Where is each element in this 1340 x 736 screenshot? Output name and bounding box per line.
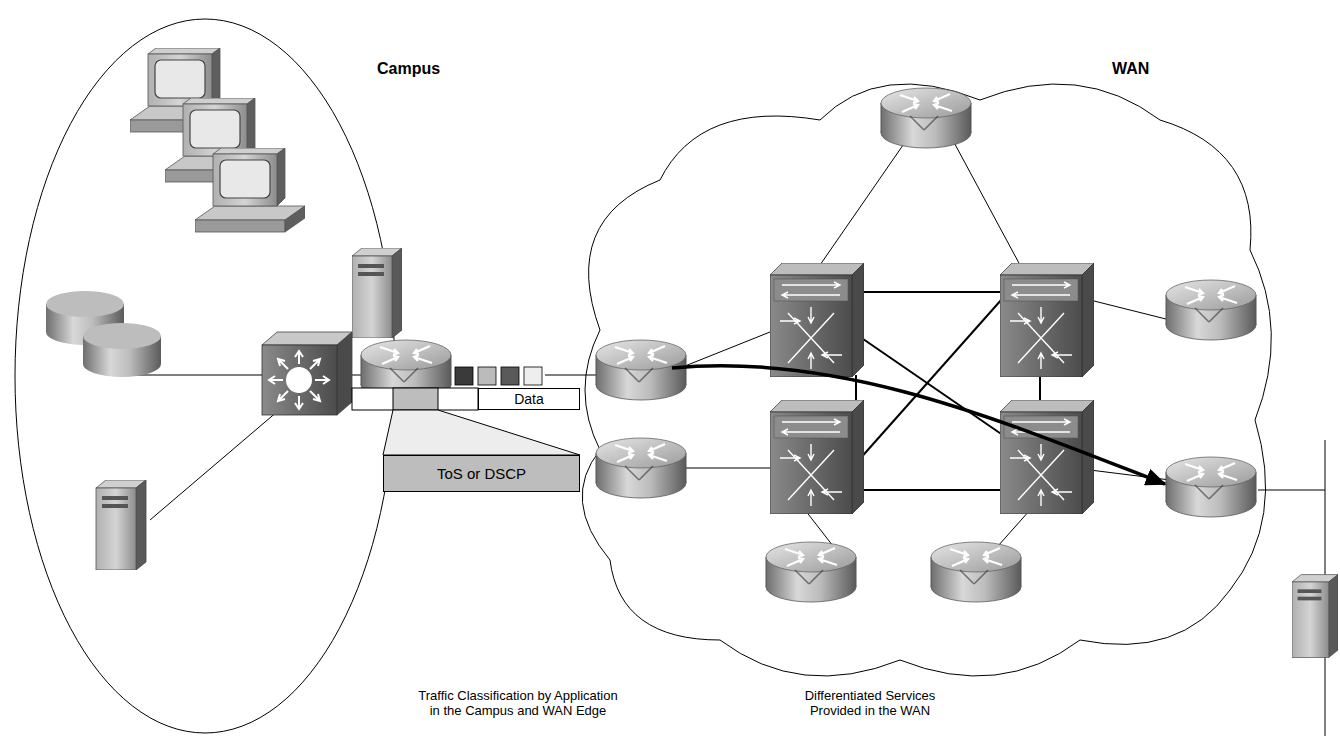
header-field-box: ToS or DSCP — [383, 455, 580, 492]
wan-router — [1166, 457, 1256, 517]
box-text: ToS or DSCP — [437, 465, 526, 482]
server-tower — [1292, 575, 1338, 658]
campus-region — [15, 19, 395, 733]
multilayer-switch — [262, 332, 352, 415]
wan-router — [881, 88, 971, 148]
atm-switch — [770, 400, 864, 514]
wan-links — [680, 135, 1170, 555]
workstation — [195, 148, 305, 232]
atm-switch — [1000, 263, 1094, 377]
region-label: WAN — [1112, 60, 1192, 78]
server-tower — [352, 248, 402, 338]
packet-train — [455, 367, 542, 385]
payload-cell: Data — [478, 388, 580, 410]
wan-router — [766, 542, 856, 602]
atm-switch — [1000, 400, 1094, 514]
region-label: Campus — [377, 60, 467, 78]
server-tower — [96, 480, 146, 570]
campus-links — [120, 375, 1325, 736]
storage-disk — [83, 323, 161, 377]
traffic-path-arrow — [672, 366, 1165, 484]
wan-router — [596, 438, 686, 498]
wan-router — [931, 542, 1021, 602]
caption-text: Traffic Classification by Application in… — [418, 688, 618, 718]
packet-header — [352, 388, 580, 455]
wan-router — [1166, 280, 1256, 340]
wan-router — [596, 340, 686, 400]
box-text: Data — [514, 391, 544, 407]
atm-switch — [770, 263, 864, 377]
wan-cloud — [582, 84, 1271, 676]
caption-text: Differentiated Services Provided in the … — [785, 688, 955, 718]
